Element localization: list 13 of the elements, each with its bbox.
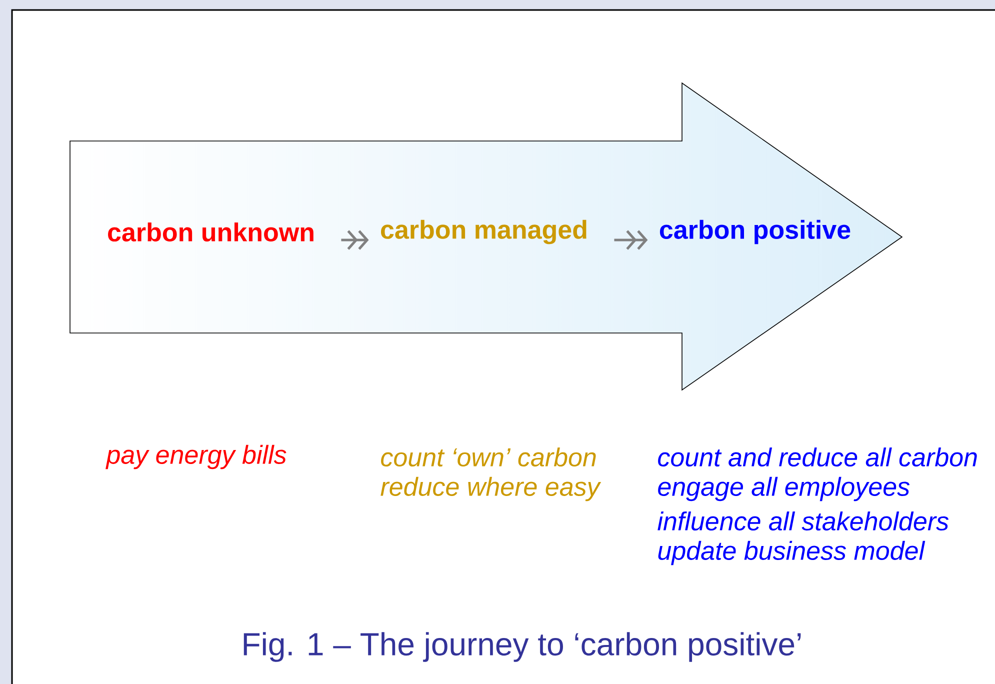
double-chevron — [614, 230, 648, 250]
stage-label: carbon positive — [660, 220, 850, 244]
activity-text: count ‘own’ carbon — [381, 447, 596, 467]
activity-text: count and reduce all carbon — [658, 447, 977, 467]
activity-text: reduce where easy — [380, 476, 602, 502]
caption: Fig. 1 – The journey to ‘carbon positive’ — [244, 632, 801, 662]
activity-text: engage all employees — [658, 476, 910, 502]
stage-label: carbon managed — [381, 220, 586, 244]
activity-text: influence all stakeholders — [658, 511, 949, 531]
activity-text: update business model — [658, 540, 926, 566]
activity-text: pay energy bills — [106, 444, 286, 470]
stage-label: carbon unknown — [108, 222, 314, 242]
double-chevron — [341, 230, 369, 250]
